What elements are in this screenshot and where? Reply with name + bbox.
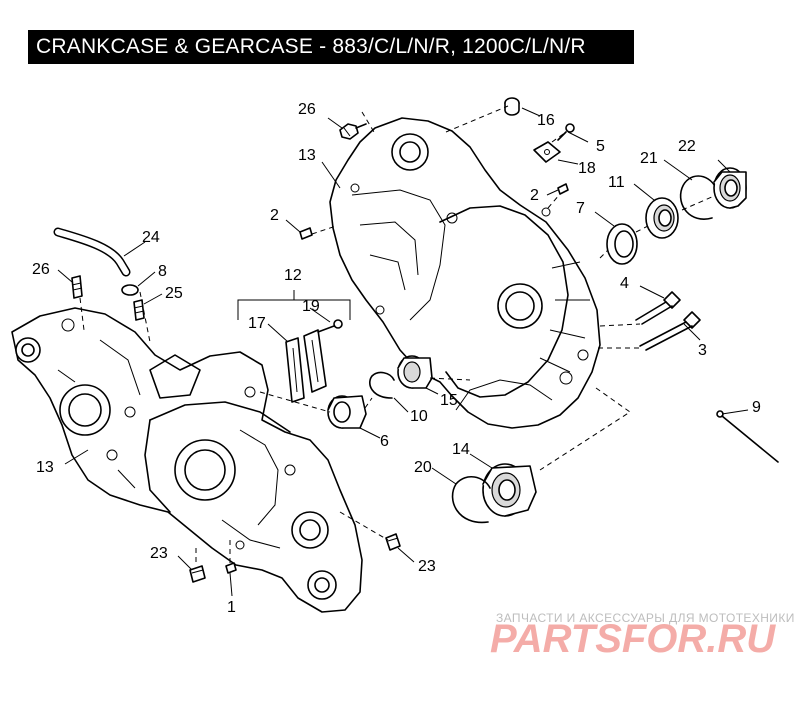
right-crankcase-half: [329, 117, 601, 429]
fitting-25: [133, 299, 145, 321]
breather-fitting-lower: [71, 275, 83, 299]
callout-3: 3: [698, 342, 707, 359]
callout-7: 7: [576, 200, 585, 217]
callout-24: 24: [142, 229, 160, 246]
callout-19: 19: [302, 298, 320, 315]
breather-fitting-upper: [339, 123, 367, 140]
callout-15: 15: [440, 392, 458, 409]
main-bearing-14: [482, 463, 537, 517]
plug-23-right: [385, 533, 401, 551]
callout-4: 4: [620, 275, 629, 292]
callout-13-upper: 13: [298, 147, 316, 164]
cover-plate-18: [533, 141, 561, 163]
callout-23-left: 23: [150, 545, 168, 562]
plug-23-left: [189, 565, 206, 583]
leader-lines: [57, 107, 749, 597]
callout-11: 11: [608, 174, 625, 191]
callout-2-upper: 2: [530, 187, 539, 204]
callout-5: 5: [596, 138, 605, 155]
callout-2-left: 2: [270, 207, 279, 224]
plate-19: [303, 319, 343, 393]
dowel-pin-1: [225, 562, 237, 574]
plate-17: [285, 337, 305, 403]
hose-clamp-8: [121, 284, 139, 296]
bolt-4: [635, 291, 681, 325]
watermark: ЗАПЧАСТИ И АКСЕССУАРЫ ДЛЯ МОТОТЕХНИКИ PA…: [490, 611, 795, 661]
callout-9: 9: [752, 399, 761, 416]
dowel-pin-left: [299, 227, 313, 240]
callout-22: 22: [678, 138, 696, 155]
alignment-dash-lines: [79, 105, 715, 566]
callout-21: 21: [640, 150, 658, 167]
thrust-washer-7: [606, 223, 638, 265]
breather-hose-24: [53, 227, 131, 277]
plug-16: [504, 97, 520, 116]
callout-14: 14: [452, 441, 470, 458]
bolt-3: [639, 311, 701, 351]
retaining-ring-10: [368, 371, 395, 399]
wire-9: [716, 410, 779, 463]
callout-26-lower: 26: [32, 261, 50, 278]
left-crankcase-half: [11, 307, 363, 613]
callout-20: 20: [414, 459, 432, 476]
bushing-6: [327, 395, 367, 429]
callout-18: 18: [578, 160, 596, 177]
callout-labels: 26 16 5 13 18 22 21 11 2 2 7 24 8 26 25 …: [32, 101, 761, 616]
callout-23-right: 23: [418, 558, 436, 575]
oil-seal-11: [645, 197, 679, 239]
callout-8: 8: [158, 263, 167, 280]
page-title: CRANKCASE & GEARCASE - 883/C/L/N/R, 1200…: [28, 30, 634, 64]
callout-10: 10: [410, 408, 428, 425]
callout-6: 6: [380, 433, 389, 450]
callout-17: 17: [248, 315, 266, 332]
callout-16: 16: [537, 112, 555, 129]
callout-1: 1: [227, 599, 236, 616]
callout-13-lower: 13: [36, 459, 54, 476]
screw-5: [557, 123, 575, 141]
callout-12: 12: [284, 267, 302, 284]
callout-26-upper: 26: [298, 101, 316, 118]
watermark-brand: PARTSFOR.RU: [490, 617, 776, 661]
bearing-22: [713, 167, 747, 209]
retaining-ring-21: [679, 175, 717, 220]
watermark-tagline: ЗАПЧАСТИ И АКСЕССУАРЫ ДЛЯ МОТОТЕХНИКИ: [496, 611, 795, 625]
callout-25: 25: [165, 285, 183, 302]
dowel-pin-upper: [557, 183, 569, 195]
needle-bearing-15: [397, 355, 433, 389]
retaining-ring-20: [451, 476, 491, 524]
